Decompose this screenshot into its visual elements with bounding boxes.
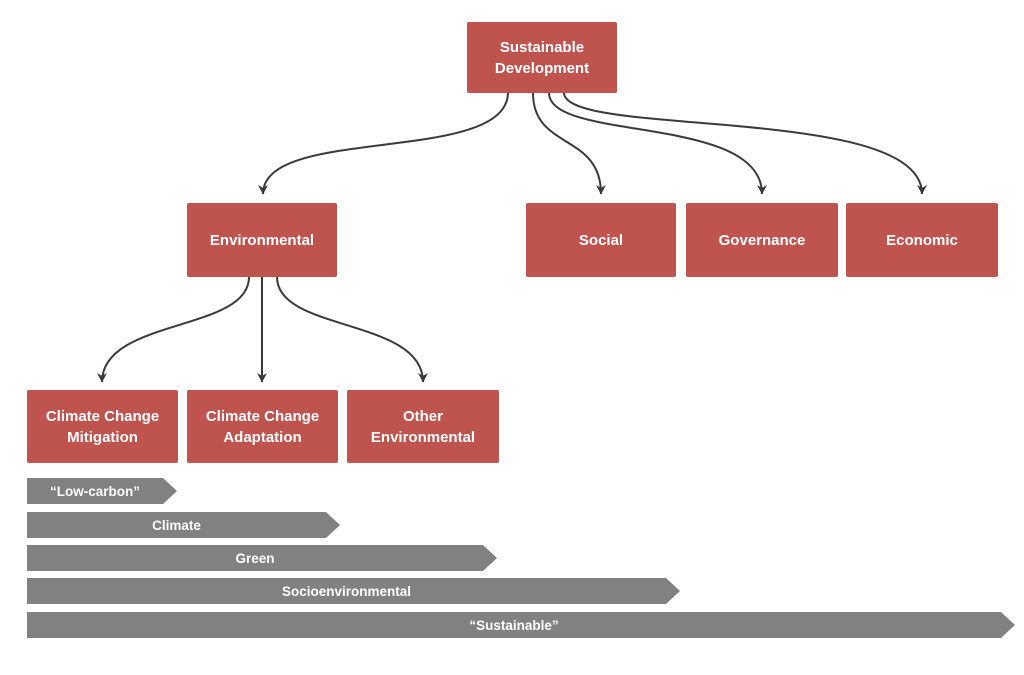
node-climate-change-adaptation: Climate Change Adaptation bbox=[187, 390, 338, 463]
node-other-environmental: Other Environmental bbox=[347, 390, 499, 463]
arrow-root-to-economic bbox=[563, 92, 927, 195]
bar-climate: Climate bbox=[27, 512, 340, 538]
arrow-root-to-governance bbox=[548, 92, 767, 195]
arrow-environmental-to-other bbox=[276, 276, 428, 383]
node-social: Social bbox=[526, 203, 676, 277]
node-sustainable-development: Sustainable Development bbox=[467, 22, 617, 93]
node-climate-change-mitigation: Climate Change Mitigation bbox=[27, 390, 178, 463]
node-economic: Economic bbox=[846, 203, 998, 277]
node-environmental: Environmental bbox=[187, 203, 337, 277]
arrow-root-to-social bbox=[532, 92, 606, 195]
arrow-root-to-environmental bbox=[258, 92, 509, 195]
bar-low-carbon: “Low-carbon” bbox=[27, 478, 177, 504]
bar-sustainable: “Sustainable” bbox=[27, 612, 1015, 638]
arrow-environmental-to-mitigation bbox=[97, 276, 250, 383]
bar-socioenvironmental: Socioenvironmental bbox=[27, 578, 680, 604]
bar-green: Green bbox=[27, 545, 497, 571]
node-governance: Governance bbox=[686, 203, 838, 277]
